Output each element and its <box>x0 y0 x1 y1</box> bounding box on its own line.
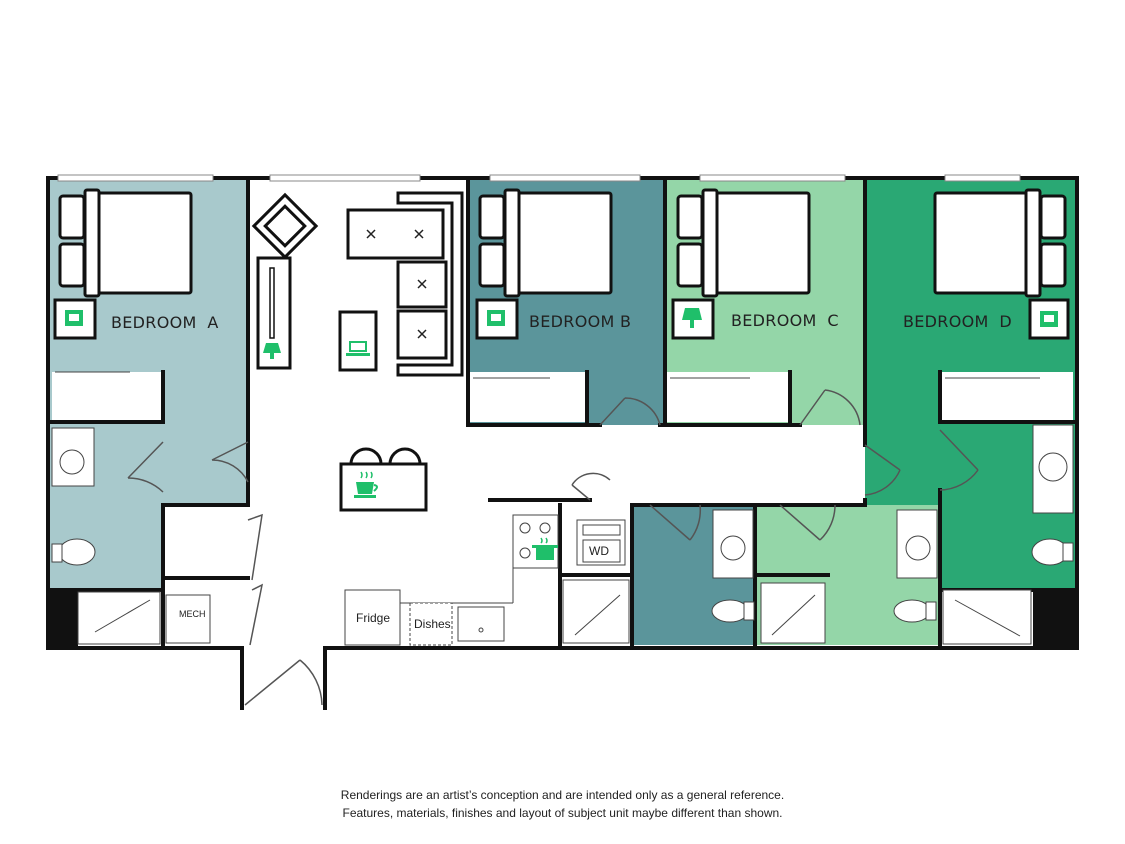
bedroom-a-label: BEDROOM A <box>111 313 219 332</box>
lamp-icon <box>263 343 281 353</box>
laptop-icon <box>346 341 370 356</box>
kitchen <box>344 514 559 646</box>
closet-rails <box>55 371 1040 379</box>
coffee-table <box>338 310 378 372</box>
bathroom-fixtures <box>51 424 1074 645</box>
disclaimer-line-1: Renderings are an artist’s conception an… <box>340 788 785 802</box>
closet-c <box>667 372 790 422</box>
tv-console <box>256 256 292 370</box>
desk-charging-icon <box>53 298 97 340</box>
disclaimer-line-2: Features, materials, finishes and layout… <box>342 806 783 820</box>
dining-counter <box>339 447 428 512</box>
washer-dryer-label: WD <box>589 544 609 558</box>
bed-c <box>676 188 811 298</box>
desk-charging-icon <box>1028 298 1070 340</box>
washer-dryer <box>576 519 626 566</box>
doors <box>127 389 979 706</box>
closet-a <box>52 372 164 422</box>
bed-d <box>933 188 1067 298</box>
cooking-pot-icon <box>532 537 558 560</box>
structural-column-left <box>48 590 78 648</box>
floor-plan: BEDROOM A BEDROOM B BEDROOM C BEDROOM D … <box>46 174 1079 710</box>
fridge-label: Fridge <box>356 611 390 625</box>
structural-column-right <box>1033 590 1077 648</box>
shower-lines <box>94 594 1021 637</box>
mech-label: MECH <box>179 609 206 619</box>
bed-a <box>58 188 193 298</box>
coffee-cup-icon <box>354 471 378 498</box>
bedroom-d-label: BEDROOM D <box>903 312 1012 331</box>
accent-chair <box>251 192 319 260</box>
bedroom-b-label: BEDROOM B <box>529 312 631 331</box>
desk-charging-icon <box>475 298 519 340</box>
closet-b <box>470 372 587 422</box>
bed-b <box>478 188 613 298</box>
walls <box>46 176 1079 710</box>
lamp-icon <box>671 298 715 340</box>
dishes-label: Dishes <box>414 617 451 631</box>
disclaimer: Renderings are an artist’s conception an… <box>0 786 1125 822</box>
closet-d <box>940 372 1073 422</box>
beds <box>58 188 1067 298</box>
windows <box>57 174 1021 182</box>
bedroom-c-label: BEDROOM C <box>731 311 839 330</box>
